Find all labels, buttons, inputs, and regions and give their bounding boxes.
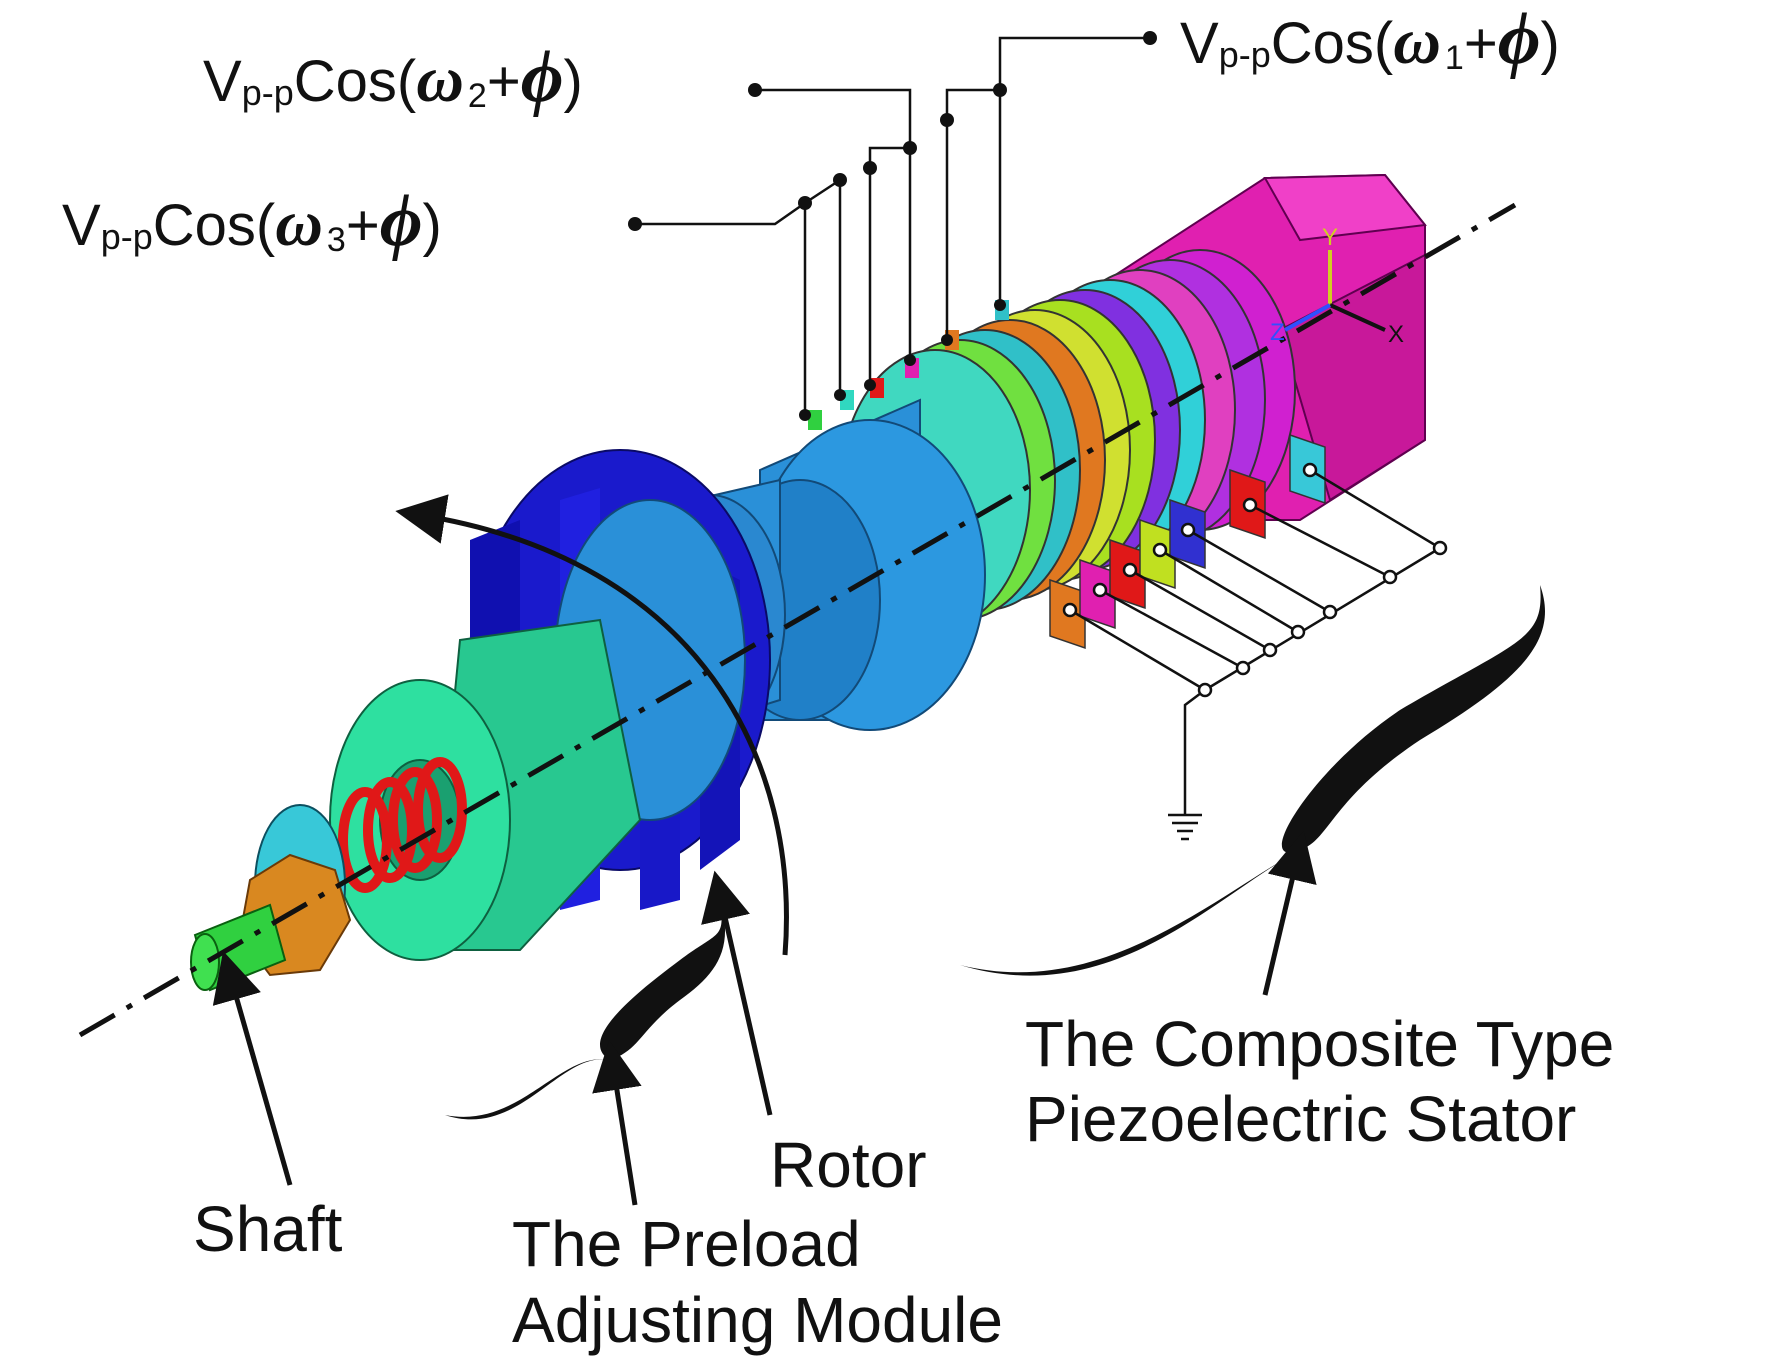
close-paren: ): [563, 49, 583, 114]
amplitude-symbol: V: [1180, 11, 1219, 76]
rotor-label: Rotor: [770, 1129, 927, 1201]
phi-symbol: ϕ: [520, 36, 564, 118]
stator-label-line2: Piezoelectric Stator: [1025, 1083, 1577, 1155]
plus-sign: +: [1463, 11, 1498, 76]
rotation-arrow: [395, 494, 789, 956]
amplitude-subscript: p-p: [1218, 34, 1271, 75]
plus-sign: +: [345, 193, 380, 258]
plus-sign: +: [486, 49, 521, 114]
amplitude-symbol: V: [62, 193, 101, 258]
cos-function: Cos(: [293, 49, 417, 114]
cos-function: Cos(: [1270, 11, 1394, 76]
preload-label-line2: Adjusting Module: [512, 1284, 1003, 1356]
stator-brace: [960, 585, 1545, 976]
amplitude-symbol: V: [203, 49, 242, 114]
shaft-label: Shaft: [193, 1193, 343, 1265]
axis-x-label: X: [1388, 321, 1404, 348]
cos-function: Cos(: [152, 193, 276, 258]
close-paren: ): [1540, 11, 1560, 76]
phi-symbol: ϕ: [1497, 0, 1541, 80]
preload-label-line1: The Preload: [512, 1208, 861, 1280]
omega-symbol: ω: [416, 43, 464, 116]
preload-body: [329, 618, 642, 961]
upper-wire-dots: [628, 31, 1157, 421]
coordinate-triad: Y X Z: [1270, 224, 1404, 348]
omega-index: 3: [326, 221, 346, 259]
shaft-thread: [190, 903, 287, 992]
omega-index: 1: [1444, 39, 1464, 77]
omega-index: 2: [467, 77, 487, 115]
omega-symbol: ω: [275, 187, 323, 260]
amplitude-subscript: p-p: [100, 216, 153, 257]
lower-wire-nodes: [1062, 462, 1448, 698]
center-axis: [78, 202, 1517, 1038]
pointer-arrows: [212, 830, 1317, 1206]
stator-label-line1: The Composite Type: [1025, 1008, 1615, 1080]
axis-y-label: Y: [1322, 224, 1338, 251]
preload-spring: [338, 757, 467, 893]
omega-symbol: ω: [1393, 5, 1441, 78]
close-paren: ): [422, 193, 442, 258]
axis-z-label: Z: [1270, 319, 1285, 346]
phi-symbol: ϕ: [379, 180, 423, 262]
amplitude-subscript: p-p: [241, 72, 294, 113]
